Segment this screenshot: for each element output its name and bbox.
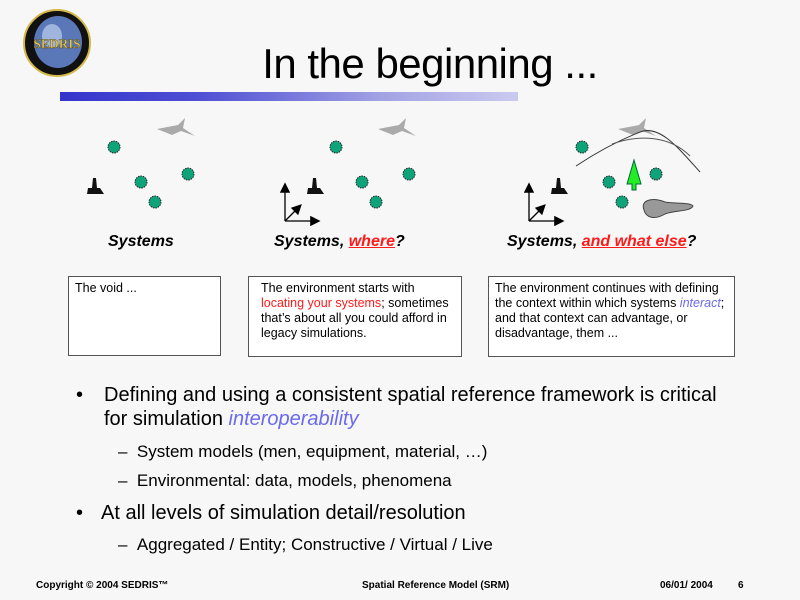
- footer-date: 06/01/ 2004: [660, 580, 713, 591]
- aircraft-icon: [378, 118, 416, 136]
- lake-icon: [642, 199, 694, 218]
- where-textbox: The environment starts with locating you…: [248, 276, 462, 357]
- what-else-textbox: The environment continues with defining …: [488, 276, 735, 357]
- caption-what-else: Systems, and what else?: [507, 233, 697, 250]
- systems-panel-graphic: [87, 118, 195, 209]
- caption-where: Systems, where?: [274, 233, 405, 250]
- title-underline-bar: [60, 92, 518, 101]
- footer-copyright: Copyright © 2004 SEDRIS™: [36, 580, 169, 591]
- axes-icon: [523, 182, 565, 227]
- footer-title: Spatial Reference Model (SRM): [362, 580, 510, 591]
- slide-title: In the beginning ...: [262, 40, 598, 87]
- aircraft-icon: [618, 118, 656, 136]
- illustrations: [87, 118, 701, 227]
- svg-text:SEDRIS: SEDRIS: [34, 36, 81, 51]
- ship-icon: [551, 178, 568, 194]
- sub-bullet-2-1: – Aggregated / Entity; Constructive / Vi…: [118, 535, 493, 554]
- void-textbox: The void ...: [68, 276, 221, 356]
- sub-bullet-1-2: – Environmental: data, models, phenomena: [118, 471, 452, 490]
- tree-icon: [626, 158, 642, 191]
- ship-icon: [307, 178, 324, 194]
- sub-bullet-1-1: – System models (men, equipment, materia…: [118, 442, 488, 461]
- where-panel-graphic: [279, 118, 416, 227]
- footer-page-number: 6: [738, 580, 744, 591]
- axes-icon: [279, 182, 321, 227]
- sedris-logo: SEDRIS: [23, 9, 91, 77]
- ship-icon: [87, 178, 104, 194]
- caption-systems: Systems: [108, 233, 174, 250]
- bullet-1: • Defining and using a consistent spatia…: [76, 384, 717, 430]
- what-else-panel-graphic: [523, 118, 701, 227]
- bullet-2: •At all levels of simulation detail/reso…: [76, 502, 466, 524]
- aircraft-icon: [157, 118, 195, 136]
- terrain-hill-icon: [575, 130, 701, 173]
